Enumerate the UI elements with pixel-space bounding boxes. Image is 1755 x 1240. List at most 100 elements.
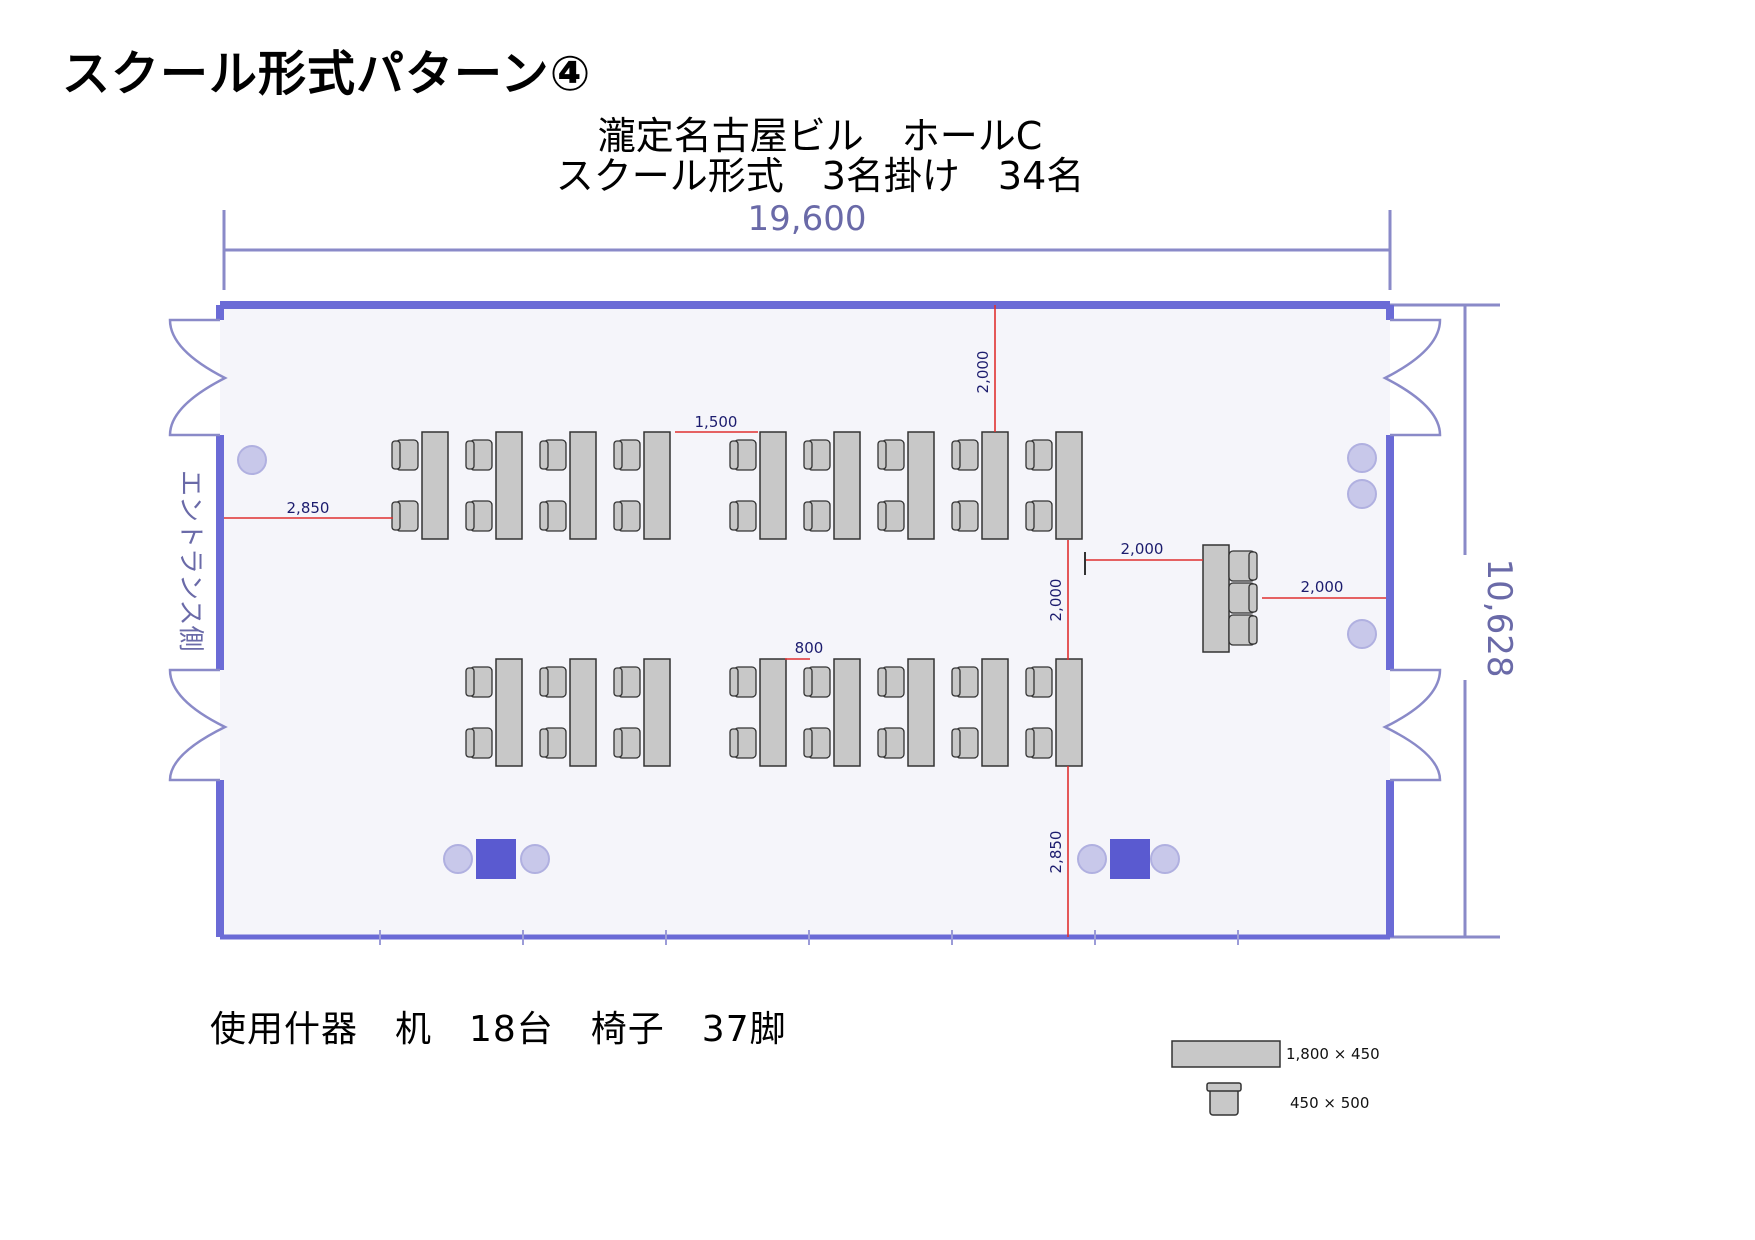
floor-outlet-left [476,839,516,879]
chair [465,666,493,698]
desk-unit [465,431,523,540]
desk-unit [803,431,861,540]
chair [1025,439,1053,471]
chair [539,727,567,759]
desk [907,658,935,767]
chair [803,666,831,698]
desk [495,431,523,540]
equipment-summary: 使用什器 机 18台 椅子 37脚 [210,1009,787,1050]
legend-desk-swatch [1171,1040,1281,1068]
chair [1228,550,1258,582]
ceiling-fixtures [237,443,1377,874]
lectern-desk [1202,544,1230,653]
desk [643,431,671,540]
dimension-labels: 2,000 1,500 2,850 2,000 2,000 2,000 800 … [287,351,1344,874]
desk-unit [803,658,861,767]
room-width-label: 19,600 [748,199,867,239]
chair [613,727,641,759]
dimension-lines [224,305,1386,937]
desk [495,658,523,767]
dim-back-wall-gap: 2,000 [1301,578,1344,596]
chair [391,439,419,471]
dim-lectern-gap: 2,000 [1121,540,1164,558]
legend-chair-size: 450 × 500 [1290,1094,1369,1112]
chair [877,666,905,698]
chair [1228,582,1258,614]
desk-unit [1025,658,1083,767]
desk-unit [729,658,787,767]
chair [539,439,567,471]
legend-chair-swatch [1206,1082,1242,1116]
dim-aisle-front: 2,000 [1047,579,1065,622]
dim-rear-gap: 2,850 [1047,831,1065,874]
dim-row-gap: 1,500 [695,413,738,431]
desk [569,431,597,540]
desk [907,431,935,540]
room-floor [220,305,1390,937]
chair [951,727,979,759]
lectern-chairs [1228,550,1258,646]
chair [1228,614,1258,646]
legend: 1,800 × 450 450 × 500 [1171,1040,1380,1116]
desk [981,658,1009,767]
chair [729,439,757,471]
desk [833,658,861,767]
layout-summary: スクール形式 3名掛け 34名 [555,154,1085,198]
desk-unit [877,431,935,540]
chair [877,439,905,471]
chair [613,439,641,471]
chair [877,727,905,759]
room-width-dimension [222,210,1392,290]
chair [877,500,905,532]
desk-unit [729,431,787,540]
chair [465,439,493,471]
chair [539,666,567,698]
page-title: スクール形式パターン④ [62,46,592,102]
entrance-side-label: エントランス側 [175,470,205,651]
chair [729,666,757,698]
chair [803,439,831,471]
chair [539,500,567,532]
chair [951,439,979,471]
desk [981,431,1009,540]
chair [1025,666,1053,698]
room-walls [216,301,1394,937]
desk-unit [877,658,935,767]
desk [759,431,787,540]
desk [643,658,671,767]
dim-front-gap: 2,000 [974,351,992,394]
desk [569,658,597,767]
chair [803,727,831,759]
desk-unit [613,431,671,540]
seating-layout [391,431,1083,767]
chair [465,500,493,532]
chair [613,500,641,532]
desk [1055,658,1083,767]
desk-unit [951,658,1009,767]
dim-entrance-gap: 2,850 [287,499,330,517]
chair [613,666,641,698]
desk-unit [613,658,671,767]
chair [951,666,979,698]
desk-unit [465,658,523,767]
desk [421,431,449,540]
dim-desk-gap: 800 [795,639,824,657]
desk [759,658,787,767]
chair [951,500,979,532]
chair [1025,727,1053,759]
desk-unit [539,658,597,767]
floor-outlet-right [1110,839,1150,879]
lectern-table [1202,544,1258,653]
doors [168,318,1442,782]
venue-name: 瀧定名古屋ビル ホールC [597,114,1043,158]
chair [391,500,419,532]
legend-desk-size: 1,800 × 450 [1286,1045,1380,1063]
chair [803,500,831,532]
room-depth-label: 10,628 [1479,559,1519,678]
desk-unit [539,431,597,540]
chair [1025,500,1053,532]
window-mullions [379,930,1239,945]
desk [833,431,861,540]
desk [1055,431,1083,540]
